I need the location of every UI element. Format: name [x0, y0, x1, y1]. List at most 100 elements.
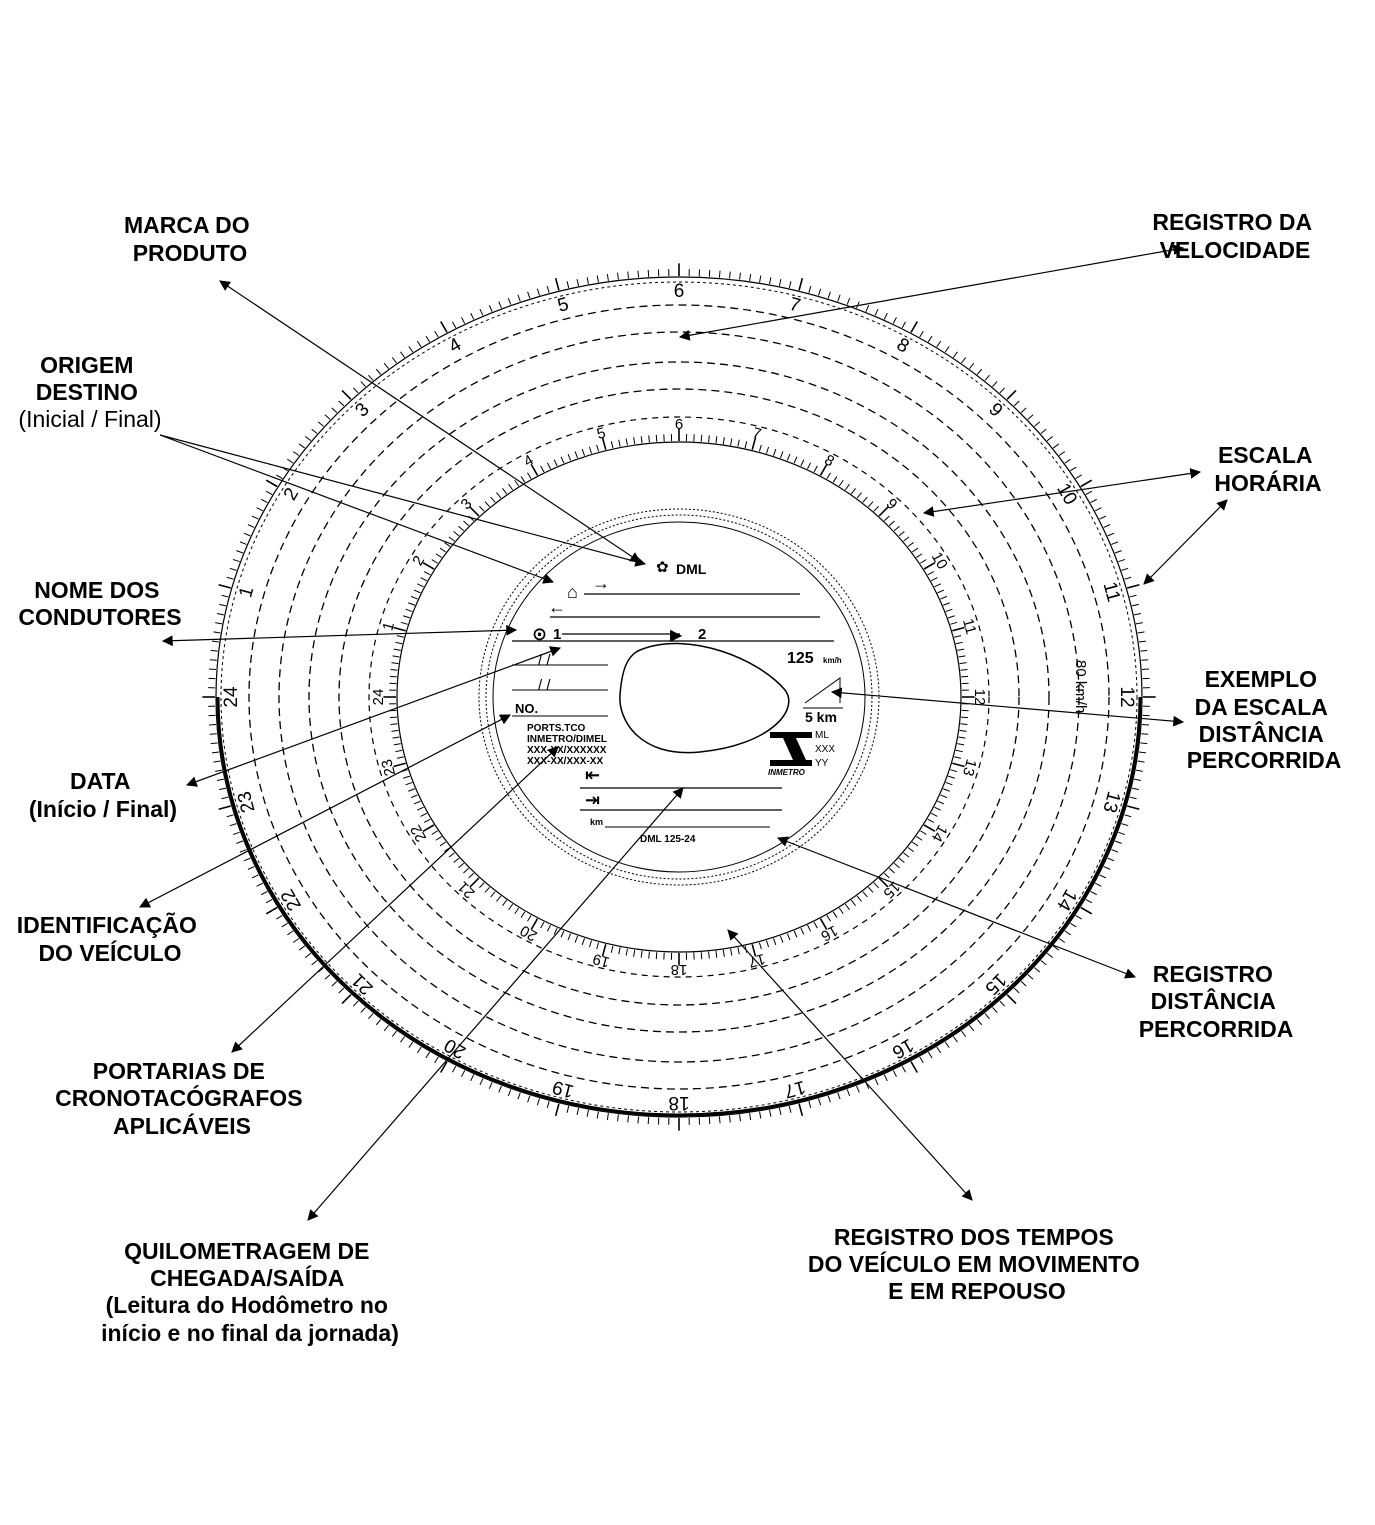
inner-tick: [868, 887, 873, 892]
outer-tick: [266, 480, 277, 486]
outer-hour-label: 23: [234, 789, 260, 815]
outer-tick: [1076, 915, 1082, 919]
inner-tick: [916, 554, 922, 558]
inner-tick: [904, 853, 910, 857]
inner-tick: [634, 950, 635, 957]
outer-tick: [1086, 899, 1092, 902]
inner-tick: [807, 463, 810, 469]
outer-tick: [508, 1089, 511, 1096]
outer-tick: [217, 779, 224, 780]
inner-tick: [440, 548, 446, 552]
inner-tick: [773, 938, 775, 945]
outer-tick: [230, 824, 237, 826]
inner-tick: [960, 663, 967, 664]
inmetro-logo: [770, 732, 812, 766]
date-slashes-1: / /: [538, 652, 551, 669]
outer-tick: [1100, 516, 1106, 519]
inner-tick: [946, 609, 953, 611]
inner-tick: [931, 813, 937, 816]
label-registro-tempos: REGISTRO DOS TEMPOS DO VEÍCULO EM MOVIME…: [808, 1224, 1146, 1304]
inner-tick: [780, 451, 783, 458]
outer-tick: [928, 336, 932, 342]
arrow-data: [187, 648, 560, 785]
outer-tick: [1139, 641, 1146, 642]
outer-tick: [893, 317, 896, 323]
outer-tick: [1100, 875, 1106, 878]
km-label: km: [590, 817, 603, 827]
outer-tick: [1041, 429, 1046, 433]
bold-lower-arc: [218, 697, 1140, 1115]
inner-tick: [393, 656, 400, 657]
outer-tick: [233, 832, 240, 834]
outer-hour-label: 24: [221, 686, 242, 708]
inner-hour-label: 17: [747, 950, 768, 971]
inner-tick: [432, 831, 438, 835]
inner-tick: [527, 915, 531, 921]
outer-tick: [293, 452, 299, 456]
inner-tick: [611, 946, 613, 953]
outer-tick: [325, 415, 330, 420]
outer-tick: [838, 295, 840, 302]
inner-tick: [582, 449, 584, 456]
outer-tick: [219, 585, 231, 588]
inner-tick: [868, 502, 873, 507]
outer-tick: [441, 321, 447, 332]
inner-tick: [738, 947, 739, 954]
inner-tick: [948, 616, 955, 618]
inner-tick: [957, 649, 964, 650]
outer-tick: [1091, 891, 1097, 894]
outer-hour-label: 19: [550, 1076, 576, 1102]
outer-tick: [1140, 743, 1147, 744]
inner-tick: [938, 801, 944, 804]
outer-tick: [1104, 525, 1110, 528]
outer-tick: [945, 1042, 949, 1048]
outer-tick: [977, 369, 981, 374]
outer-tick: [1095, 883, 1101, 886]
arrow-velocidade: [680, 248, 1183, 337]
outer-tick: [992, 381, 997, 386]
outer-tick: [353, 388, 358, 393]
inner-tick: [827, 473, 831, 479]
outer-tick: [417, 341, 421, 347]
outer-tick: [789, 1106, 791, 1113]
outer-tick: [953, 1037, 957, 1043]
inner-tick: [874, 506, 879, 511]
outer-tick: [528, 292, 530, 299]
inner-tick: [393, 737, 400, 738]
inner-hour-label: 14: [928, 822, 951, 845]
outer-tick: [266, 908, 277, 914]
outer-tick: [499, 302, 502, 308]
outer-tick: [875, 309, 878, 315]
outer-tick: [409, 346, 413, 352]
outer-tick: [902, 1066, 905, 1072]
arrow-condutores: [163, 630, 516, 641]
outer-tick: [1070, 923, 1076, 927]
inner-tick: [575, 451, 578, 458]
outer-tick: [884, 313, 887, 319]
label-registro-velocidade: REGISTRO DA VELOCIDADE: [1152, 209, 1317, 263]
outer-tick: [376, 1020, 380, 1025]
outer-tick: [969, 363, 973, 368]
inner-tick: [716, 436, 717, 443]
arrow-marca: [220, 281, 640, 562]
outer-tick: [1081, 480, 1092, 486]
outer-tick: [875, 1079, 878, 1085]
outer-tick: [567, 1106, 569, 1113]
outer-tick: [211, 743, 218, 744]
inner-tick: [773, 449, 775, 456]
outer-tick: [471, 313, 474, 319]
inner-hour-label: 18: [671, 961, 688, 978]
inner-tick: [787, 934, 790, 940]
arrow-origem-1: [160, 435, 553, 582]
outer-tick: [977, 1020, 981, 1025]
inner-tick: [611, 441, 613, 448]
inmetro-ml: ML: [815, 730, 829, 741]
inner-tick: [641, 951, 642, 958]
outer-tick: [770, 1110, 771, 1117]
label-registro-distancia: REGISTRO DISTÂNCIA PERCORRIDA: [1139, 961, 1294, 1042]
outer-tick: [480, 309, 483, 315]
outer-tick: [211, 650, 218, 651]
inner-tick: [479, 506, 484, 511]
outer-tick: [577, 279, 579, 286]
outer-tick: [928, 1052, 932, 1058]
